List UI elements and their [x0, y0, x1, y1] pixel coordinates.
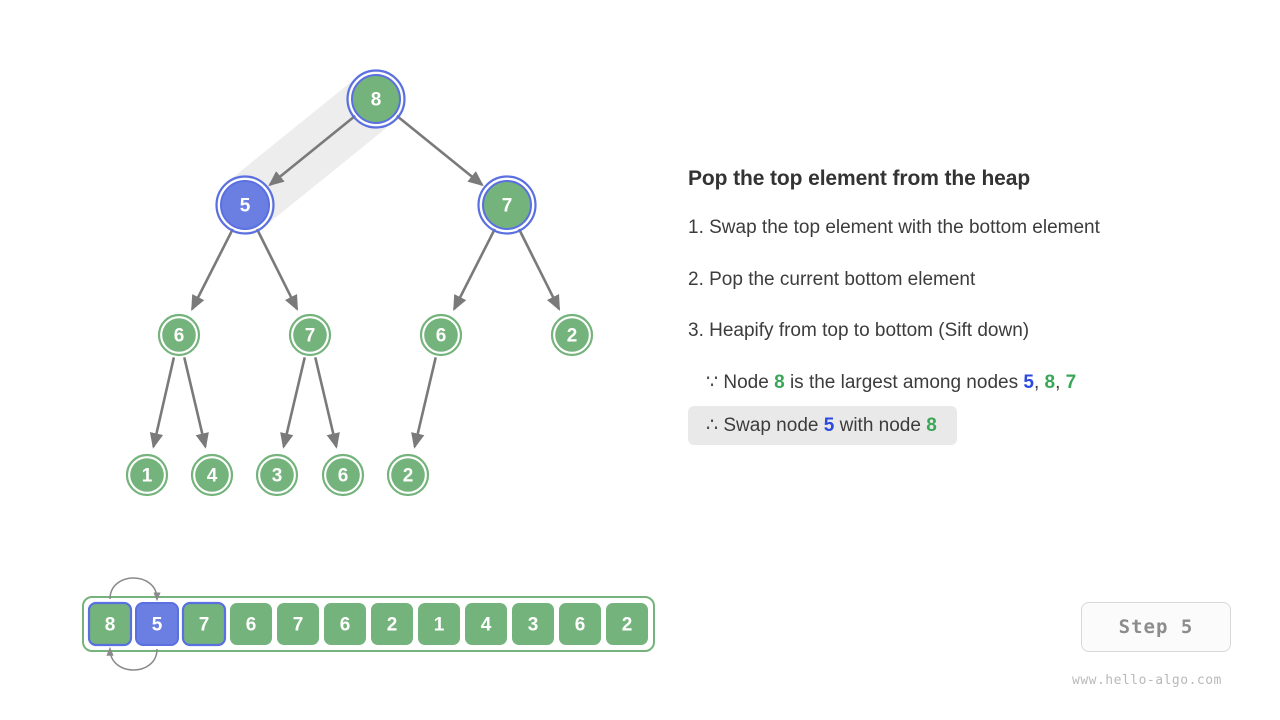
tree-node-value: 1 — [142, 466, 153, 487]
reason-because: ∵ Node 8 is the largest among nodes 5, 8… — [706, 371, 1076, 394]
tree-node: 6 — [419, 313, 463, 357]
step-item-3: 3. Heapify from top to bottom (Sift down… — [688, 320, 1030, 341]
tree-edge — [411, 357, 437, 449]
tree-node: 2 — [386, 453, 430, 497]
tree-edge — [190, 227, 235, 311]
watermark: www.hello-algo.com — [1072, 673, 1222, 688]
tree-edge — [183, 357, 209, 449]
array-cell: 4 — [465, 603, 507, 645]
explanation-panel: Pop the top element from the heap 1. Swa… — [688, 0, 1280, 720]
swap-arc-forward — [109, 577, 161, 602]
tree-node-value: 7 — [502, 196, 513, 217]
tree-node-value: 6 — [174, 326, 185, 347]
because-value-1: 8 — [774, 372, 785, 393]
therefore-text-2: with node — [839, 415, 921, 436]
because-symbol: ∵ — [706, 372, 719, 393]
tree-node: 6 — [157, 313, 201, 357]
therefore-value-2: 8 — [926, 415, 937, 436]
tree-node: 5 — [215, 175, 275, 235]
tree-node-value: 6 — [436, 326, 447, 347]
tree-node-value: 6 — [338, 466, 349, 487]
swap-arrow-indicator — [106, 577, 161, 671]
array-cell-value: 6 — [246, 615, 257, 636]
therefore-symbol: ∴ — [706, 415, 719, 436]
swap-arc-backward — [106, 646, 158, 671]
tree-node-value: 7 — [305, 326, 316, 347]
tree-edges — [149, 114, 561, 449]
array-cell-value: 2 — [387, 615, 398, 636]
array-cell-value: 4 — [481, 615, 492, 636]
because-value-3: 8 — [1044, 372, 1056, 393]
therefore-text-1: Swap node — [723, 415, 819, 436]
array-cell-value: 6 — [575, 615, 586, 636]
reason-therefore: ∴ Swap node 5 with node 8 — [688, 406, 957, 445]
tree-node-value: 8 — [371, 90, 382, 111]
tree-node: 4 — [190, 453, 234, 497]
because-value-2: 5 — [1023, 372, 1034, 393]
tree-node-value: 4 — [207, 466, 218, 487]
tree-node: 6 — [321, 453, 365, 497]
array-cell: 7 — [181, 601, 227, 647]
heap-visualization: 8 5 7 6 7 6 2 1 4 3 6 2 8 5 7 6 7 6 2 1 4 3 6 2 — [82, 69, 655, 671]
because-sep-2: , — [1055, 372, 1061, 393]
tree-node-value: 5 — [240, 196, 251, 217]
tree-node-value: 3 — [272, 466, 283, 487]
array-cell-value: 7 — [199, 615, 210, 636]
array-cell-value: 1 — [434, 615, 445, 636]
array-cell-value: 3 — [528, 615, 539, 636]
array-cell: 2 — [371, 603, 413, 645]
tree-edge — [268, 114, 357, 187]
step-item-2: 2. Pop the current bottom element — [688, 269, 976, 290]
array-cell: 7 — [277, 603, 319, 645]
tree-node: 7 — [288, 313, 332, 357]
array-cell: 6 — [230, 603, 272, 645]
array-cell: 2 — [606, 603, 648, 645]
because-value-4: 7 — [1065, 372, 1077, 393]
because-text-1: Node — [723, 372, 769, 393]
tree-node: 3 — [255, 453, 299, 497]
array-cell: 1 — [418, 603, 460, 645]
tree-nodes: 8 5 7 6 7 6 2 1 4 3 6 2 — [125, 69, 594, 497]
tree-edge — [149, 357, 176, 449]
array-representation: 8 5 7 6 7 6 2 1 4 3 6 2 — [82, 596, 655, 652]
array-cell: 6 — [324, 603, 366, 645]
tree-node: 8 — [346, 69, 406, 129]
tree-node-value: 2 — [567, 326, 578, 347]
tree-node: 1 — [125, 453, 169, 497]
array-cell: 3 — [512, 603, 554, 645]
tree-node: 2 — [550, 313, 594, 357]
tree-edge — [255, 227, 299, 311]
tree-edge — [280, 357, 306, 449]
tree-node: 7 — [477, 175, 537, 235]
tree-edge — [452, 227, 497, 311]
array-cell-value: 7 — [293, 615, 304, 636]
tree-edge — [395, 114, 484, 187]
step-item-1: 1. Swap the top element with the bottom … — [688, 217, 1100, 238]
array-cell-value: 2 — [622, 615, 633, 636]
array-cell-value: 5 — [152, 615, 163, 636]
array-cell: 6 — [559, 603, 601, 645]
array-cell-value: 8 — [105, 615, 116, 636]
array-cell: 5 — [135, 602, 179, 646]
step-badge: Step 5 — [1081, 602, 1231, 652]
because-text-2: is the largest among nodes — [789, 372, 1019, 393]
therefore-value-1: 5 — [823, 415, 835, 436]
array-cell-value: 6 — [340, 615, 351, 636]
tree-node-value: 2 — [403, 466, 414, 487]
because-sep-1: , — [1033, 372, 1040, 393]
tree-edge — [314, 357, 340, 449]
array-cell: 8 — [87, 601, 133, 647]
tree-edge — [517, 227, 561, 311]
page-title: Pop the top element from the heap — [688, 167, 1031, 190]
